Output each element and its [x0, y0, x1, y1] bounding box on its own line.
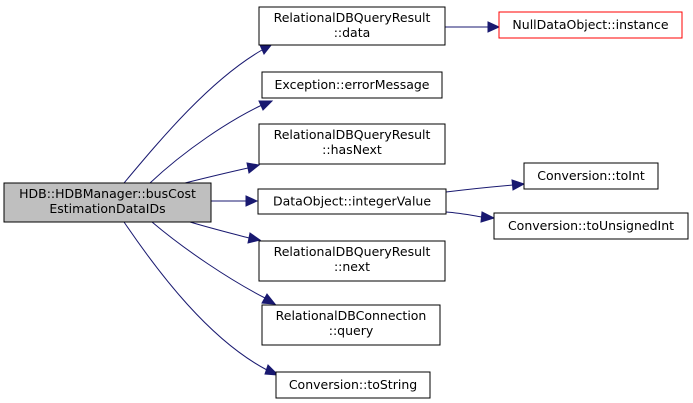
- edge-root-to-has-next: [184, 162, 261, 184]
- node-to-string-label: Conversion::toString: [289, 377, 417, 392]
- node-data-line-2: ::data: [334, 25, 371, 40]
- node-relational-db-connection-query[interactable]: RelationalDBConnection ::query: [261, 304, 441, 346]
- node-has-next-line-1: RelationalDBQueryResult: [274, 127, 431, 142]
- node-has-next-line-2: ::hasNext: [322, 142, 382, 157]
- edge-root-to-data: [123, 43, 274, 184]
- node-relational-db-query-result-next[interactable]: RelationalDBQueryResult ::next: [258, 240, 446, 282]
- node-exception-error-message[interactable]: Exception::errorMessage: [261, 71, 443, 99]
- edge-root-to-query: [151, 221, 277, 305]
- edge-root-to-integer-value: [211, 195, 259, 207]
- node-relational-db-query-result-has-next[interactable]: RelationalDBQueryResult ::hasNext: [258, 123, 446, 165]
- edge-integer-value-to-to-unsigned-int: [445, 211, 496, 223]
- node-to-int-label: Conversion::toInt: [537, 168, 645, 183]
- edge-root-to-error-message: [149, 100, 274, 184]
- node-next-line-1: RelationalDBQueryResult: [274, 244, 431, 259]
- node-conversion-to-int[interactable]: Conversion::toInt: [523, 162, 659, 190]
- node-root[interactable]: HDB::HDBManager::busCost EstimationDataI…: [3, 182, 212, 223]
- node-root-line-2: EstimationDataIDs: [49, 201, 165, 216]
- node-conversion-to-unsigned-int[interactable]: Conversion::toUnsignedInt: [493, 212, 689, 240]
- edge-integer-value-to-to-int: [445, 179, 526, 193]
- node-null-data-object-instance[interactable]: NullDataObject::instance: [498, 11, 683, 39]
- edge-root-to-to-string: [123, 221, 280, 376]
- node-conversion-to-string[interactable]: Conversion::toString: [275, 371, 431, 399]
- node-data-line-1: RelationalDBQueryResult: [274, 10, 431, 25]
- node-root-line-1: HDB::HDBManager::busCost: [19, 186, 196, 201]
- node-error-message-label: Exception::errorMessage: [275, 77, 430, 92]
- node-query-line-2: ::query: [329, 323, 374, 338]
- node-data-object-integer-value[interactable]: DataObject::integerValue: [257, 188, 447, 215]
- node-integer-value-label: DataObject::integerValue: [273, 194, 431, 209]
- node-next-line-2: ::next: [334, 259, 370, 274]
- edge-root-to-next: [189, 221, 262, 244]
- node-query-line-1: RelationalDBConnection: [276, 308, 427, 323]
- node-to-unsigned-int-label: Conversion::toUnsignedInt: [508, 218, 674, 233]
- node-null-instance-label: NullDataObject::instance: [512, 17, 668, 32]
- edge-data-to-null-instance: [445, 21, 501, 33]
- node-relational-db-query-result-data[interactable]: RelationalDBQueryResult ::data: [258, 6, 446, 46]
